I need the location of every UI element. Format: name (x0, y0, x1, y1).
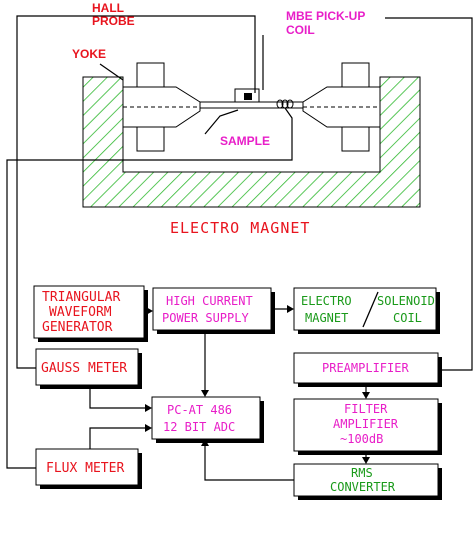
electro-magnet-title: ELECTRO MAGNET (170, 219, 310, 237)
right-pole-piece (302, 62, 381, 152)
hall-probe-label-2: PROBE (92, 14, 135, 28)
preamplifier-label: PREAMPLIFIER (322, 361, 409, 375)
triangular-waveform-generator: TRIANGULAR WAVEFORM GENERATOR (33, 285, 148, 342)
yoke-label: YOKE (72, 47, 106, 61)
wire-to-preamplifier (385, 17, 473, 371)
pc-at-adc: PC-AT 486 12 BIT ADC (151, 396, 264, 443)
triangular-line-1: TRIANGULAR (42, 290, 120, 305)
left-pole-piece (122, 62, 201, 152)
pc-at-line-2: 12 BIT ADC (163, 420, 235, 434)
flux-meter-label: FLUX METER (46, 461, 124, 476)
pickup-coil-icon (276, 99, 294, 109)
high-current-power-supply: HIGH CURRENT POWER SUPPLY (152, 287, 275, 334)
rms-converter: RMS CONVERTER (293, 463, 442, 500)
filter-amplifier: FILTER AMPLIFIER ~100dB (293, 398, 442, 455)
sample-label: SAMPLE (220, 134, 270, 148)
power-supply-line-2: POWER SUPPLY (162, 311, 249, 325)
gauss-meter-label: GAUSS METER (41, 361, 127, 376)
wire-coil-to-flux (6, 107, 293, 469)
mbe-pickup-label-1: MBE PICK-UP (286, 9, 365, 23)
rms-line-2: CONVERTER (330, 480, 396, 494)
annotation-leaders (99, 15, 264, 135)
wire-hall-to-gauss (16, 15, 140, 369)
solenoid-line-2: COIL (393, 311, 422, 325)
electro-line-1: ELECTRO (301, 294, 352, 308)
solenoid-line-1: SOLENOID (377, 294, 435, 308)
filter-line-1: FILTER (344, 402, 388, 416)
power-supply-line-1: HIGH CURRENT (166, 294, 253, 308)
flux-meter: FLUX METER (35, 448, 142, 489)
electromagnet-solenoid-block: ELECTRO MAGNET SOLENOID COIL (293, 287, 440, 334)
electro-line-2: MAGNET (305, 311, 348, 325)
hall-probe (234, 88, 260, 103)
gauss-meter: GAUSS METER (35, 348, 142, 389)
pc-at-line-1: PC-AT 486 (167, 403, 232, 417)
triangular-line-3: GENERATOR (42, 320, 113, 335)
preamplifier: PREAMPLIFIER (293, 352, 442, 387)
triangular-line-2: WAVEFORM (49, 305, 112, 320)
rms-line-1: RMS (351, 466, 373, 480)
mbe-pickup-label-2: COIL (286, 23, 315, 37)
connector-arrows (89, 305, 370, 481)
filter-line-3: ~100dB (340, 432, 383, 446)
filter-line-2: AMPLIFIER (333, 417, 399, 431)
hall-probe-label-1: HALL (92, 1, 124, 15)
